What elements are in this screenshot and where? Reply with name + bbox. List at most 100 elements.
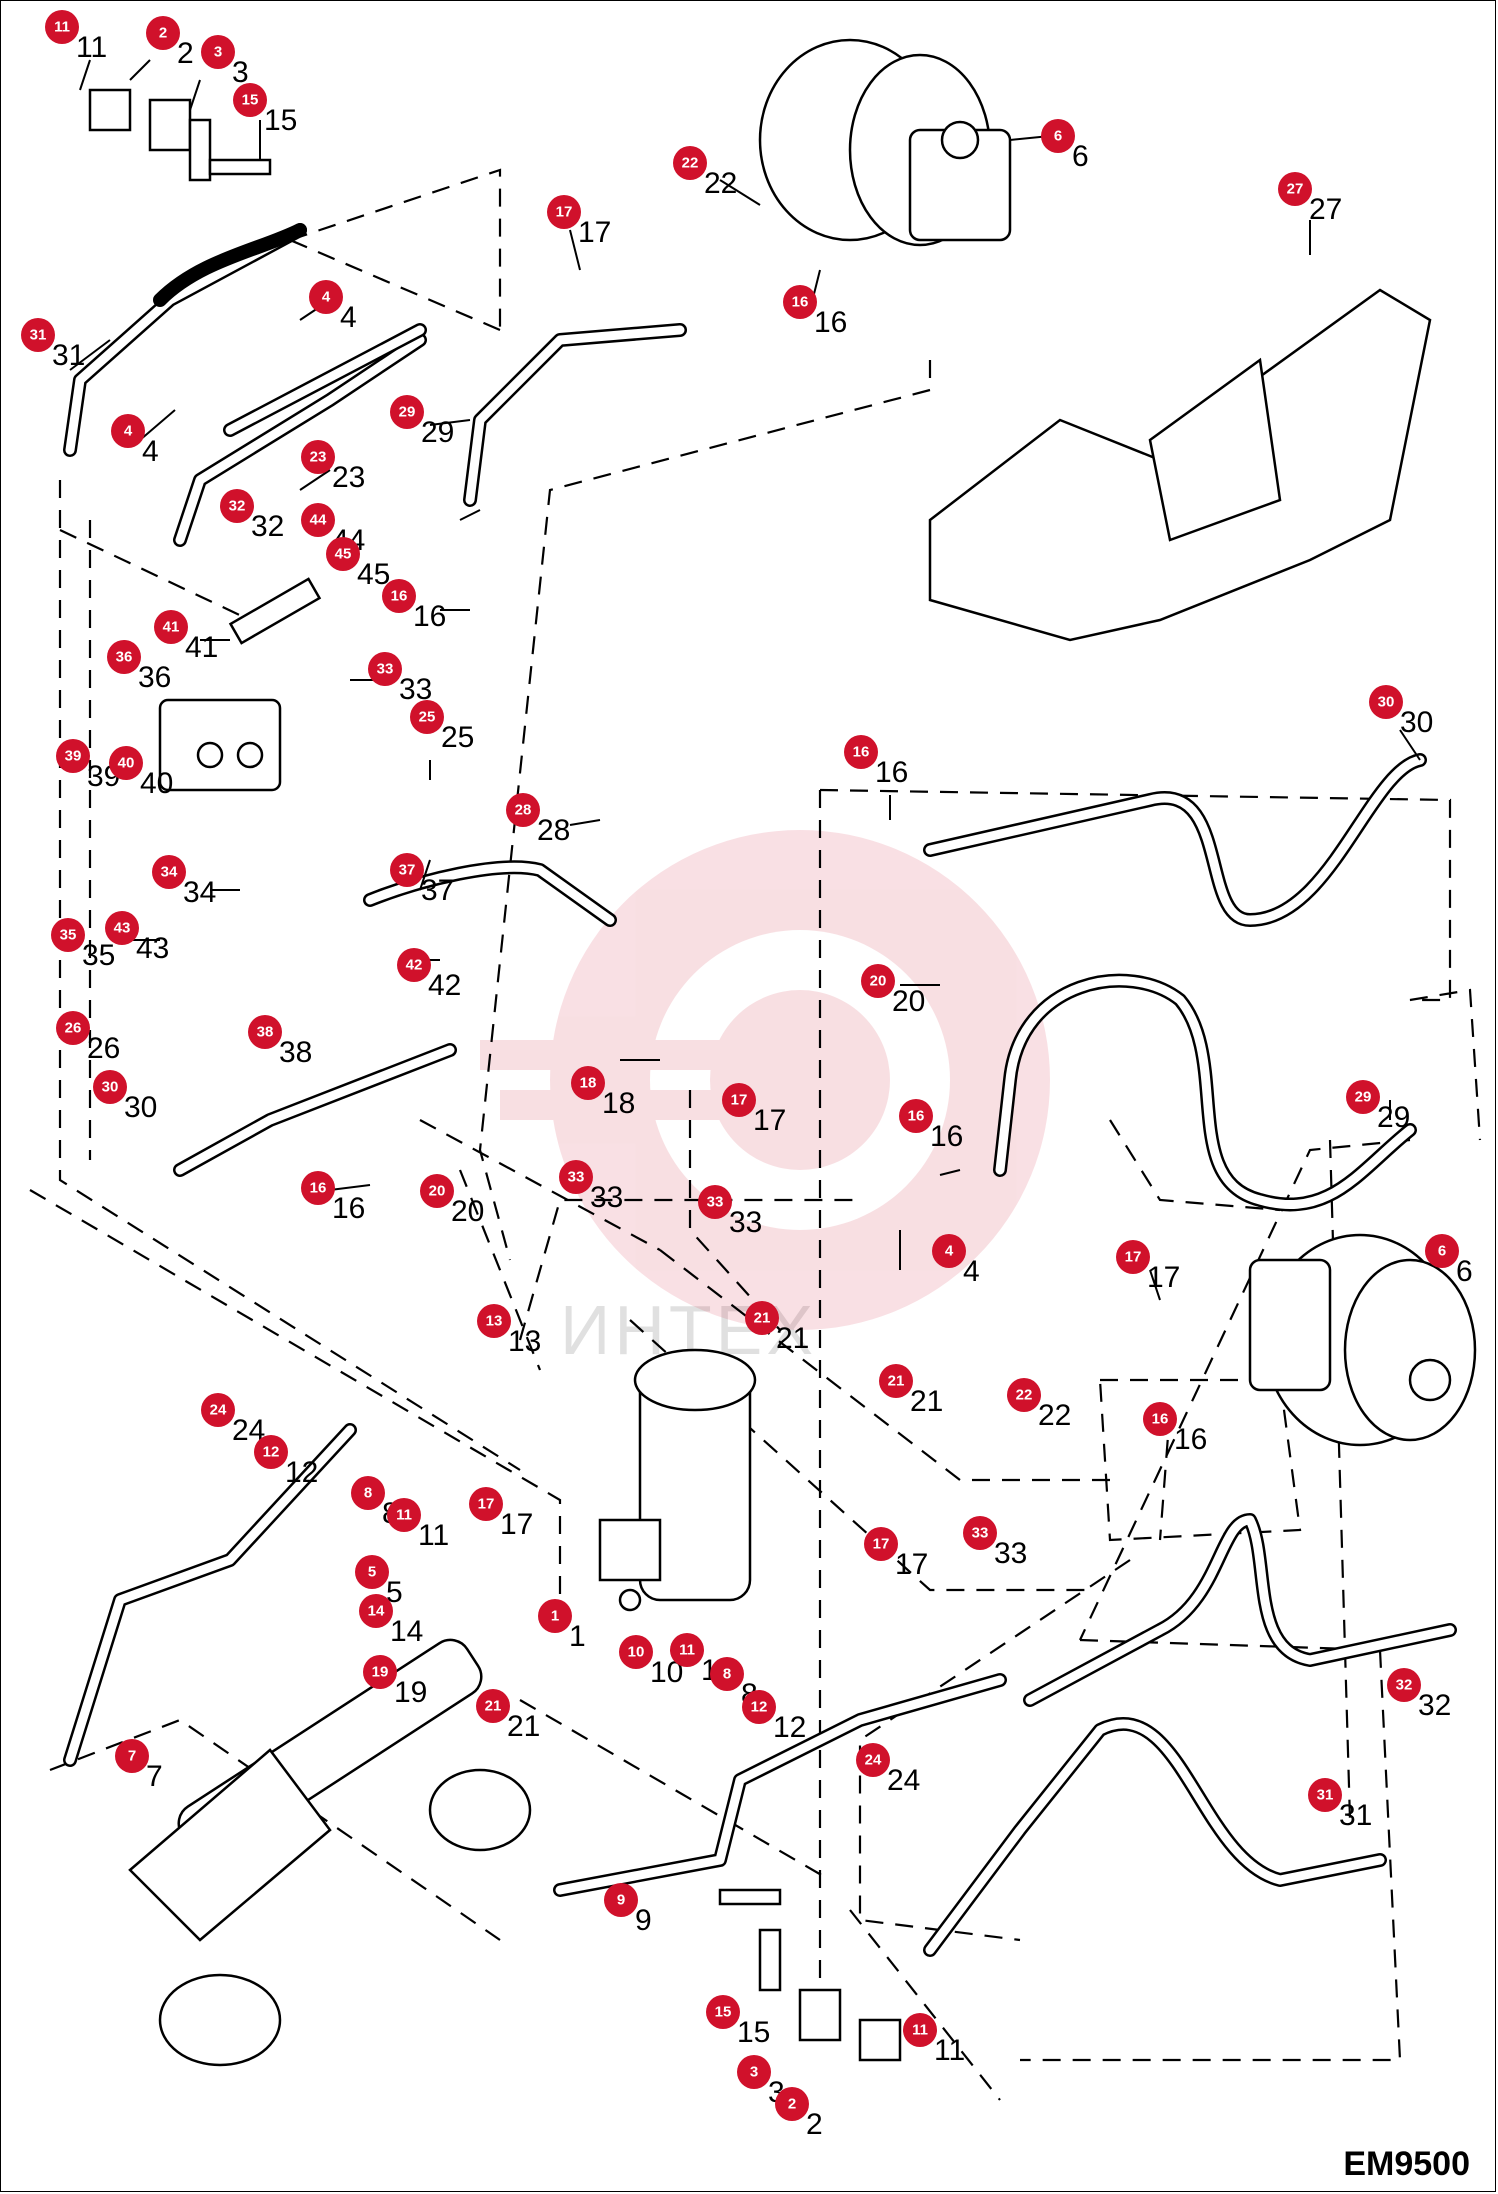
- part-number: 36: [138, 661, 171, 694]
- callout-label: 31: [30, 327, 47, 344]
- callout-label: 30: [102, 1079, 119, 1096]
- callout-label: 3: [750, 2064, 758, 2081]
- callout-label: 31: [1317, 1787, 1334, 1804]
- part-number: 7: [146, 1760, 163, 1793]
- callout-marker: 42: [397, 948, 431, 982]
- callout-marker: 17: [722, 1083, 756, 1117]
- part-number: 34: [183, 876, 216, 909]
- callout-marker: 12: [254, 1435, 288, 1469]
- part-number: 33: [729, 1206, 762, 1239]
- callout-label: 2: [159, 25, 167, 42]
- callout-marker: 17: [864, 1527, 898, 1561]
- callout-marker: 13: [477, 1304, 511, 1338]
- part-number: 9: [635, 1904, 652, 1937]
- callout-label: 29: [399, 404, 416, 421]
- callout-marker: 33: [559, 1160, 593, 1194]
- callout-marker: 22: [673, 146, 707, 180]
- part-number: 15: [737, 2016, 770, 2049]
- callout-marker: 21: [476, 1689, 510, 1723]
- part-number: 13: [508, 1325, 541, 1358]
- part-number: 20: [451, 1195, 484, 1228]
- callout-marker: 30: [1369, 685, 1403, 719]
- callout-label: 12: [263, 1444, 280, 1461]
- callout-label: 6: [1438, 1243, 1446, 1260]
- callout-label: 5: [368, 1564, 376, 1581]
- part-number: 17: [578, 216, 611, 249]
- callout-label: 1: [551, 1608, 559, 1625]
- callout-label: 20: [870, 973, 887, 990]
- callout-label: 29: [1355, 1089, 1372, 1106]
- callout-marker: 20: [861, 964, 895, 998]
- part-number: 43: [136, 932, 169, 965]
- callout-marker: 27: [1278, 172, 1312, 206]
- callout-label: 10: [628, 1644, 645, 1661]
- callout-label: 11: [54, 19, 70, 36]
- callout-label: 11: [396, 1507, 412, 1524]
- callout-marker: 8: [351, 1476, 385, 1510]
- callout-label: 16: [853, 744, 870, 761]
- part-number: 22: [704, 167, 737, 200]
- callout-label: 4: [945, 1243, 954, 1260]
- valve-block: [158, 577, 322, 792]
- callout-marker: 35: [51, 918, 85, 952]
- callout-marker: 38: [248, 1015, 282, 1049]
- callout-label: 16: [908, 1108, 925, 1125]
- callout-marker: 6: [1425, 1234, 1459, 1268]
- callout-marker: 40: [109, 746, 143, 780]
- part-number: 21: [507, 1710, 540, 1743]
- callout-label: 22: [1016, 1387, 1033, 1404]
- part-number: 16: [875, 756, 908, 789]
- dashed-assembly-lines: [29, 168, 1482, 2101]
- callout-label: 27: [1287, 181, 1304, 198]
- callout-label: 32: [229, 498, 246, 515]
- callout-marker: 37: [390, 853, 424, 887]
- part-number: 29: [1377, 1101, 1410, 1134]
- callout-marker: 16: [382, 579, 416, 613]
- callout-label: 11: [912, 2022, 928, 2039]
- part-number: 17: [500, 1508, 533, 1541]
- callout-marker: 11: [670, 1633, 704, 1667]
- part-number: 4: [142, 435, 159, 468]
- callout-marker: 17: [547, 195, 581, 229]
- callout-marker: 8: [710, 1657, 744, 1691]
- part-number: 12: [285, 1456, 318, 1489]
- callout-label: 15: [242, 92, 259, 109]
- part-number: 11: [934, 2034, 965, 2067]
- part-number: 26: [87, 1032, 120, 1065]
- callout-label: 43: [114, 920, 131, 937]
- callout-label: 38: [257, 1024, 274, 1041]
- part-number: 38: [279, 1036, 312, 1069]
- callout-marker: 14: [359, 1594, 393, 1628]
- callout-marker: 44: [301, 503, 335, 537]
- callout-marker: 29: [390, 395, 424, 429]
- callout-label: 17: [556, 204, 573, 221]
- callout-marker: 33: [963, 1516, 997, 1550]
- callout-label: 8: [723, 1666, 731, 1683]
- part-number: 1: [569, 1620, 586, 1653]
- part-number: 33: [590, 1181, 623, 1214]
- callout-marker: 3: [737, 2055, 771, 2089]
- callout-marker: 19: [363, 1655, 397, 1689]
- callout-marker: 18: [571, 1066, 605, 1100]
- callout-label: 28: [515, 802, 532, 819]
- callout-marker: 34: [152, 855, 186, 889]
- part-number: 14: [390, 1615, 423, 1648]
- callout-marker: 11: [45, 10, 79, 44]
- callout-label: 24: [210, 1402, 227, 1419]
- callout-label: 25: [419, 709, 436, 726]
- part-number: 17: [753, 1104, 786, 1137]
- callout-label: 17: [478, 1496, 495, 1513]
- callout-label: 17: [873, 1536, 890, 1553]
- callout-marker: 9: [604, 1883, 638, 1917]
- callout-marker: 4: [111, 414, 145, 448]
- callout-marker: 23: [301, 440, 335, 474]
- part-number: 6: [1072, 140, 1089, 173]
- drawing-code: EM9500: [1343, 2145, 1470, 2183]
- callout-label: 36: [116, 649, 133, 666]
- callout-label: 33: [972, 1525, 989, 1542]
- part-number: 19: [394, 1676, 427, 1709]
- callout-label: 15: [715, 2004, 732, 2021]
- part-number: 40: [140, 767, 173, 800]
